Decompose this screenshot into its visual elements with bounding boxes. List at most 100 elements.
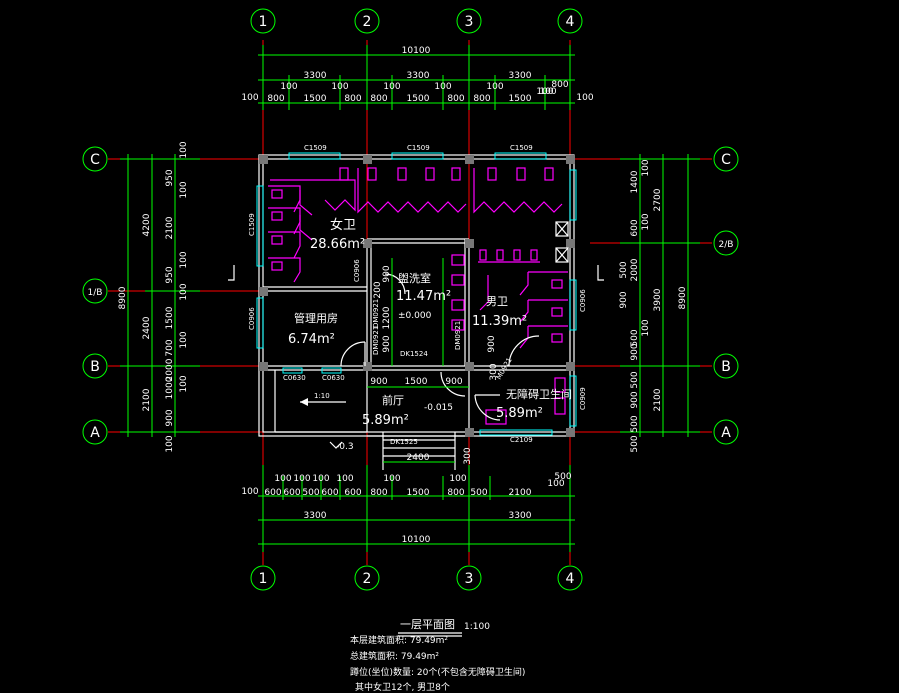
room-name-accessible: 无障碍卫生间 — [506, 387, 572, 401]
dim-top-bay-3: 3300 — [509, 71, 532, 81]
dim-top-total: 10100 — [402, 46, 431, 56]
level-mark-exterior: -0.3 — [336, 442, 354, 452]
dim-right-total: 8900 — [678, 286, 688, 309]
bottom-dimensions: 100 100 100 100 100 100 500 100 600 600 … — [241, 465, 575, 552]
dim-left-small-6: 100 — [179, 375, 189, 392]
dim-right-detail-2: 600 — [630, 219, 640, 236]
dim-bottom-detail-7: 800 — [370, 488, 387, 498]
section-markers — [228, 265, 604, 281]
note-line-3: 蹲位(坐位)数量: 20个(不包含无障碍卫生间) — [350, 666, 525, 678]
note-line-2: 总建筑面积: 79.49m² — [350, 650, 439, 662]
dim-bottom-detail-9: 800 — [447, 488, 464, 498]
dim-left-bay-3: 2100 — [142, 388, 152, 411]
dim-top-small-6: 100 — [536, 87, 553, 97]
dim-top-bay-1: 3300 — [304, 71, 327, 81]
room-name-lobby: 前厅 — [382, 393, 404, 407]
dim-right-small-3: 900 — [619, 291, 629, 308]
windows — [256, 152, 577, 436]
dim-bottom-small-2: 100 — [293, 474, 310, 484]
dim-right-small-4: 100 — [641, 159, 651, 176]
dim-right-bay-1: 2700 — [653, 188, 663, 211]
dim-top-detail-10: 100 — [539, 87, 556, 97]
opening-label-6: C0906 — [353, 259, 361, 282]
dim-left-total: 8900 — [118, 286, 128, 309]
slope-arrow: 1:10 — [300, 392, 346, 406]
dim-inner-5: 200 — [373, 281, 383, 298]
dim-left-detail-6: 2000 — [165, 358, 175, 381]
structural-columns — [259, 155, 575, 437]
axis-label-right-2b: 2/B — [719, 240, 734, 250]
opening-label-1: C1509 — [304, 144, 327, 152]
dim-bottom-detail-11: 2100 — [509, 488, 532, 498]
dim-right-detail-7: 900 — [630, 391, 640, 408]
axis-label-bottom-2: 2 — [363, 571, 372, 587]
dim-left-bay-2: 2400 — [142, 316, 152, 339]
opening-label-13: DM0921 — [372, 299, 380, 328]
dim-left-bay-1: 4200 — [142, 213, 152, 236]
slope-label: 1:10 — [314, 392, 330, 400]
dim-bottom-small-5: 100 — [383, 474, 400, 484]
dim-left-detail-5: 700 — [165, 339, 175, 356]
dim-inner-6: 1200 — [382, 306, 392, 329]
axis-label-bottom-4: 4 — [566, 571, 575, 587]
dim-left-small-1: 100 — [179, 141, 189, 158]
axis-label-right-a: A — [721, 425, 731, 441]
inner-dimensions: 900 1500 900 900 200 1200 900 900 2400 3… — [367, 258, 499, 465]
title-block: 一层平面图 1:100 本层建筑面积: 79.49m² 总建筑面积: 79.49… — [350, 618, 525, 693]
dim-top-detail-8: 800 — [473, 94, 490, 104]
opening-label-7: C0630 — [283, 374, 306, 382]
dim-bottom-bay-1: 3300 — [304, 511, 327, 521]
dim-bottom-detail-1: 100 — [241, 487, 258, 497]
dim-inner-10: 300 — [463, 447, 473, 464]
dim-right-detail-4: 500 — [630, 329, 640, 346]
axis-label-top-2: 2 — [363, 14, 372, 30]
opening-label-15: DM0921 — [454, 321, 462, 350]
dim-left-small-4: 100 — [179, 283, 189, 300]
room-area-washroom: 11.47m² — [396, 289, 451, 304]
axis-label-top-3: 3 — [465, 14, 474, 30]
opening-label-10: C0909 — [579, 387, 587, 410]
left-dimensions: 8900 4200 2400 2100 950 2100 950 1500 70… — [118, 141, 200, 453]
dim-right-detail-8: 500 — [630, 415, 640, 432]
dim-top-small-5: 100 — [486, 82, 503, 92]
level-mark-washroom: ±0.000 — [398, 311, 432, 321]
dim-right-detail-6: 500 — [630, 371, 640, 388]
dim-bottom-small-6: 100 — [449, 474, 466, 484]
room-area-women: 28.66m² — [310, 237, 365, 252]
axis-label-right-b: B — [721, 359, 731, 375]
opening-label-8: C0630 — [322, 374, 345, 382]
dim-inner-7: 900 — [382, 335, 392, 352]
level-marks: ±0.000 -0.015 -0.3 — [329, 311, 453, 452]
dim-left-detail-3: 950 — [165, 266, 175, 283]
dim-right-small-6: 100 — [641, 319, 651, 336]
dim-bottom-detail-12: 100 — [547, 479, 564, 489]
room-name-management: 管理用房 — [294, 311, 338, 325]
axis-bubbles-top: 1 2 3 4 — [250, 8, 583, 34]
axis-label-left-1b: 1/B — [88, 288, 103, 298]
dim-bottom-small-4: 100 — [336, 474, 353, 484]
dim-bottom-detail-2: 600 — [264, 488, 281, 498]
right-dimensions: 8900 2700 3900 2100 1400 600 2000 500 90… — [619, 154, 700, 453]
dim-left-small-7: 100 — [165, 435, 175, 452]
opening-label-2: C1509 — [407, 144, 430, 152]
opening-label-14: DM0921 — [372, 326, 380, 355]
note-line-4: 其中女卫12个, 男卫8个 — [355, 681, 450, 693]
axis-label-top-4: 4 — [566, 14, 575, 30]
level-mark-lobby: -0.015 — [424, 403, 453, 413]
dim-inner-4: 900 — [382, 265, 392, 282]
axis-label-left-b: B — [90, 359, 100, 375]
door-swings — [340, 273, 540, 421]
dim-top-small-2: 100 — [331, 82, 348, 92]
dim-bottom-total: 10100 — [402, 535, 431, 545]
dim-right-detail-3: 2000 — [630, 258, 640, 281]
dim-right-small-2: 500 — [619, 261, 629, 278]
room-name-washroom: 盥洗室 — [398, 271, 431, 285]
dim-bottom-detail-8: 1500 — [407, 488, 430, 498]
dim-bottom-detail-3: 600 — [283, 488, 300, 498]
dim-inner-9: 2400 — [407, 453, 430, 463]
dim-right-small-1: 500 — [630, 435, 640, 452]
drawing-scale: 1:100 — [464, 622, 490, 632]
dim-inner-8: 900 — [487, 335, 497, 352]
dim-bottom-detail-6: 600 — [344, 488, 361, 498]
